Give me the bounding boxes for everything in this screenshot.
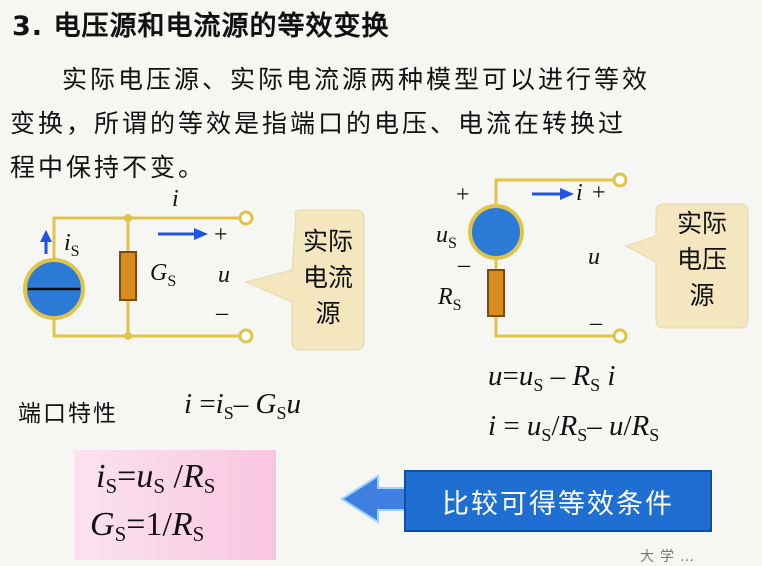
voltage-source-callout-text: 实际 电压 源 — [676, 209, 727, 310]
left-minus-sign: – — [216, 300, 228, 326]
source-current-arrowhead — [40, 230, 52, 242]
right-top-wire — [494, 178, 614, 210]
section-title: 3. 电压源和电流源的等效变换 — [12, 11, 390, 42]
left-bottom-wire — [52, 318, 240, 338]
left-port-bottom-terminal — [238, 328, 254, 344]
voltage-source-equation-i: i = uS/RS– u/RS — [488, 410, 660, 445]
voltage-source-equation-u: u=uS – RS i — [488, 360, 616, 395]
source-current-label: iS — [64, 230, 80, 260]
current-source-circuit — [23, 209, 365, 351]
right-current-arrowhead — [560, 188, 574, 200]
right-port-current-label: i — [576, 180, 583, 206]
source-plus-sign: + — [456, 182, 470, 208]
paragraph-line-3: 程中保持不变。 — [10, 153, 207, 182]
right-plus-sign: + — [592, 180, 606, 206]
right-port-bottom-terminal — [612, 328, 628, 344]
paragraph-line-1: 实际电压源、实际电流源两种模型可以进行等效 — [62, 65, 651, 94]
left-port-current-label: i — [172, 186, 179, 212]
condition-is-equation: iS=uS /RS — [96, 458, 216, 498]
left-node-bottom — [124, 332, 132, 340]
right-voltage-label: u — [588, 244, 600, 270]
conductance-label: GS — [150, 260, 177, 290]
voltage-source-callout — [624, 203, 749, 329]
right-bottom-wire — [494, 316, 614, 338]
source-voltage-label: uS — [436, 222, 457, 252]
left-voltage-label: u — [218, 262, 230, 288]
conductance-element — [119, 251, 137, 301]
current-source-port-equation: i =iS– GSu — [184, 388, 301, 423]
equivalence-conditions-box — [74, 450, 276, 560]
left-top-wire — [52, 216, 240, 260]
left-node-top — [124, 214, 132, 222]
paragraph-line-2: 变换，所谓的等效是指端口的电压、电流在转换过 — [10, 109, 627, 138]
condition-gs-equation: GS=1/RS — [90, 506, 205, 546]
left-pointing-arrow — [340, 474, 407, 524]
left-plus-sign: + — [214, 222, 228, 248]
footer-watermark: 大学… — [640, 549, 700, 565]
current-source-callout-text: 实际 电流 源 — [302, 227, 353, 328]
compare-conditions-label: 比较可得等效条件 — [404, 470, 712, 532]
series-resistor — [487, 269, 505, 317]
port-characteristic-label: 端口特性 — [18, 401, 118, 427]
left-port-top-terminal — [238, 210, 254, 226]
source-minus-sign: – — [458, 252, 470, 278]
right-minus-sign: – — [590, 310, 602, 336]
current-source-callout — [244, 209, 365, 351]
right-port-top-terminal — [612, 172, 628, 188]
port-current-arrowhead — [194, 228, 208, 240]
series-resistor-label: RS — [438, 284, 462, 314]
voltage-source-symbol — [468, 204, 524, 260]
voltage-source-circuit — [468, 172, 749, 344]
